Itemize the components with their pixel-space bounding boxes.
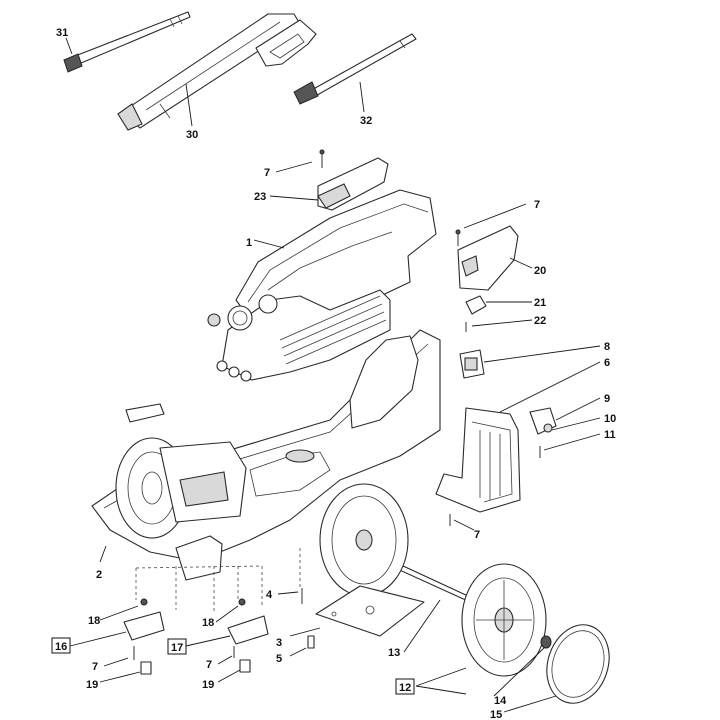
hose-guide-8 xyxy=(459,349,485,379)
washer-14 xyxy=(540,635,552,649)
callout-7: 7 xyxy=(206,659,212,671)
callout-box-16 xyxy=(51,637,71,654)
spray-gun-30 xyxy=(117,13,317,131)
callout-32: 32 xyxy=(360,115,372,127)
screws xyxy=(133,149,541,660)
clip-21 xyxy=(465,295,487,315)
callout-1: 1 xyxy=(246,237,252,249)
callout-7: 7 xyxy=(264,167,270,179)
top-cover-1 xyxy=(235,157,437,331)
callout-30: 30 xyxy=(186,129,198,141)
projection-lines xyxy=(135,548,301,612)
callout-box-12 xyxy=(395,678,415,695)
callout-6: 6 xyxy=(604,357,610,369)
callout-19: 19 xyxy=(202,679,214,691)
callout-14: 14 xyxy=(494,695,507,707)
callout-18: 18 xyxy=(88,615,100,627)
hubcap-15 xyxy=(546,624,610,704)
callout-7: 7 xyxy=(92,661,98,673)
callout-16: 16 xyxy=(55,641,67,653)
callout-13: 13 xyxy=(388,647,400,659)
wheel-14 xyxy=(461,563,547,677)
callout-10: 10 xyxy=(604,413,616,425)
rear-wheel xyxy=(319,483,409,597)
callout-3: 3 xyxy=(276,637,282,649)
callout-22: 22 xyxy=(534,315,546,327)
hose-reel xyxy=(115,403,247,539)
callout-31: 31 xyxy=(56,27,68,39)
lance-32 xyxy=(293,33,417,105)
callout-12: 12 xyxy=(399,682,411,694)
callout-17: 17 xyxy=(171,642,183,654)
callout-5: 5 xyxy=(276,653,282,665)
lance-31 xyxy=(63,11,191,73)
foot-17 xyxy=(227,598,269,673)
callout-20: 20 xyxy=(534,265,546,277)
callout-2: 2 xyxy=(96,569,102,581)
callout-4: 4 xyxy=(266,589,273,601)
leader-lines xyxy=(65,37,601,713)
callout-labels: 31 30 32 7 23 1 7 20 21 22 8 6 9 10 11 7… xyxy=(55,27,616,720)
bracket-6 xyxy=(435,407,521,513)
callout-15: 15 xyxy=(490,709,502,720)
callout-7: 7 xyxy=(474,529,480,541)
callout-19: 19 xyxy=(86,679,98,691)
cap-9 xyxy=(529,407,557,435)
side-cover-20 xyxy=(457,225,519,291)
callout-23: 23 xyxy=(254,191,266,203)
pump-motor xyxy=(207,289,391,382)
callout-7: 7 xyxy=(534,199,540,211)
callout-21: 21 xyxy=(534,297,546,309)
callout-box-17 xyxy=(167,638,187,655)
callout-8: 8 xyxy=(604,341,610,353)
callout-9: 9 xyxy=(604,393,610,405)
foot-16 xyxy=(123,598,165,675)
callout-18: 18 xyxy=(202,617,214,629)
mounting-plate-3 xyxy=(315,585,425,637)
callout-11: 11 xyxy=(604,429,616,441)
